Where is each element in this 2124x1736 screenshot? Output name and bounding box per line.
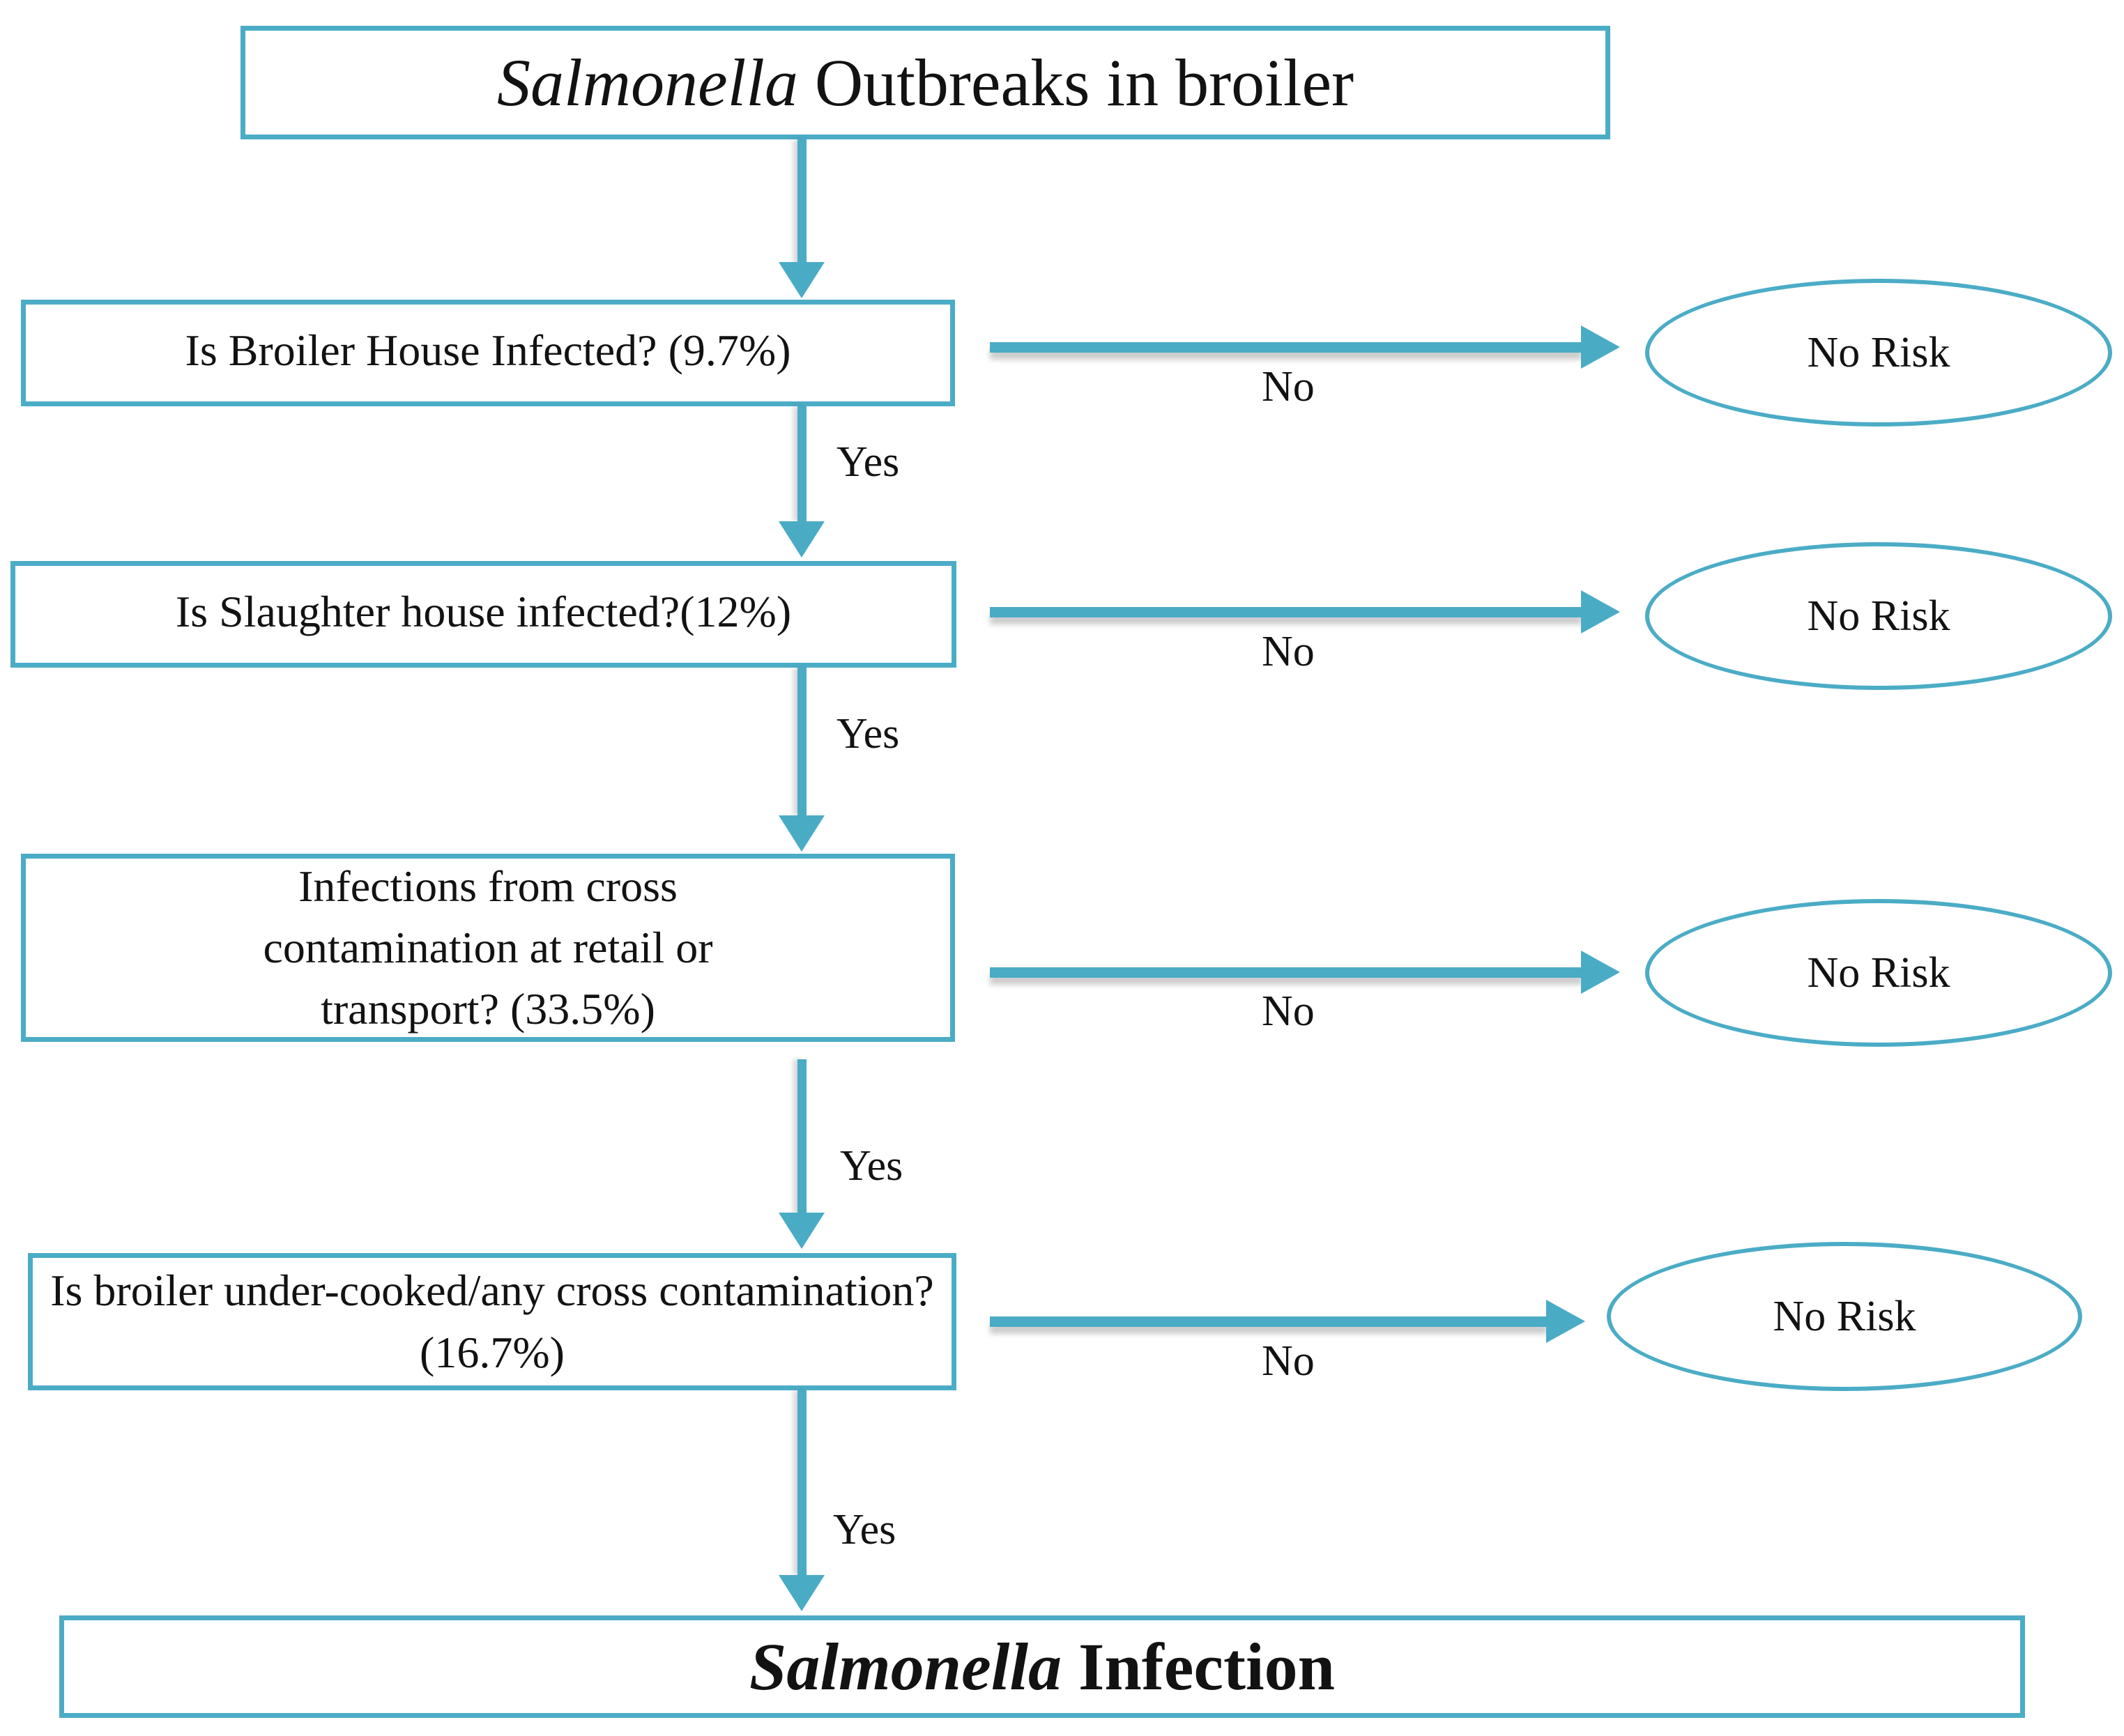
arrowhead-down-icon bbox=[779, 521, 825, 558]
no-arrow-3 bbox=[990, 967, 1582, 978]
yes-label-3: Yes bbox=[840, 1142, 903, 1190]
arrowhead-right-icon bbox=[1581, 590, 1620, 633]
arrowhead-right-icon bbox=[1581, 325, 1620, 369]
arrow-title-to-q1 bbox=[797, 139, 807, 265]
no-label-4: No bbox=[1262, 1337, 1315, 1385]
no-label-3: No bbox=[1262, 988, 1315, 1035]
no-label-2: No bbox=[1262, 628, 1315, 675]
yes-label-1: Yes bbox=[836, 438, 900, 486]
final-rest: Infection bbox=[1062, 1629, 1336, 1704]
question-box-2: Is Slaughter house infected?(12%) bbox=[10, 561, 956, 668]
arrowhead-down-icon bbox=[779, 262, 825, 298]
no-risk-ellipse-1: No Risk bbox=[1645, 279, 2112, 427]
final-box: Salmonella Infection bbox=[59, 1615, 2025, 1718]
yes-arrow-4 bbox=[797, 1390, 807, 1575]
question-4-text: Is broiler under-cooked/any cross contam… bbox=[50, 1266, 934, 1377]
arrowhead-right-icon bbox=[1581, 951, 1620, 994]
no-arrow-1 bbox=[990, 342, 1582, 353]
arrowhead-down-icon bbox=[779, 1575, 825, 1611]
question-box-4: Is broiler under-cooked/any cross contam… bbox=[28, 1253, 956, 1390]
title-rest: Outbreaks in broiler bbox=[797, 45, 1354, 120]
yes-arrow-1 bbox=[797, 406, 807, 521]
no-risk-text-2: No Risk bbox=[1807, 592, 1950, 640]
title-box: Salmonella Outbreaks in broiler bbox=[240, 26, 1610, 139]
question-2-text: Is Slaughter house infected?(12%) bbox=[175, 587, 792, 636]
final-italic-word: Salmonella bbox=[749, 1629, 1062, 1704]
yes-label-2: Yes bbox=[836, 710, 900, 758]
yes-arrow-2 bbox=[797, 668, 807, 815]
arrowhead-down-icon bbox=[779, 1213, 825, 1249]
title-italic-word: Salmonella bbox=[496, 45, 798, 120]
no-risk-text-1: No Risk bbox=[1807, 328, 1950, 376]
no-arrow-2 bbox=[990, 607, 1582, 617]
arrowhead-right-icon bbox=[1546, 1300, 1585, 1343]
question-1-text: Is Broiler House Infected? (9.7%) bbox=[185, 325, 791, 375]
no-label-1: No bbox=[1262, 363, 1315, 410]
page-title: Salmonella Outbreaks in broiler bbox=[497, 44, 1354, 121]
no-risk-text-3: No Risk bbox=[1807, 948, 1950, 997]
no-risk-ellipse-2: No Risk bbox=[1645, 542, 2112, 690]
yes-label-4: Yes bbox=[833, 1506, 896, 1553]
question-box-1: Is Broiler House Infected? (9.7%) bbox=[21, 300, 955, 406]
no-arrow-4 bbox=[990, 1316, 1548, 1327]
yes-arrow-3 bbox=[797, 1059, 807, 1214]
question-3-text: Infections from cross contamination at r… bbox=[263, 861, 713, 1034]
final-outcome: Salmonella Infection bbox=[749, 1628, 1335, 1705]
question-box-3: Infections from cross contamination at r… bbox=[21, 854, 955, 1042]
no-risk-ellipse-3: No Risk bbox=[1645, 899, 2112, 1047]
arrowhead-down-icon bbox=[779, 815, 825, 852]
no-risk-ellipse-4: No Risk bbox=[1607, 1242, 2082, 1391]
no-risk-text-4: No Risk bbox=[1773, 1292, 1916, 1340]
